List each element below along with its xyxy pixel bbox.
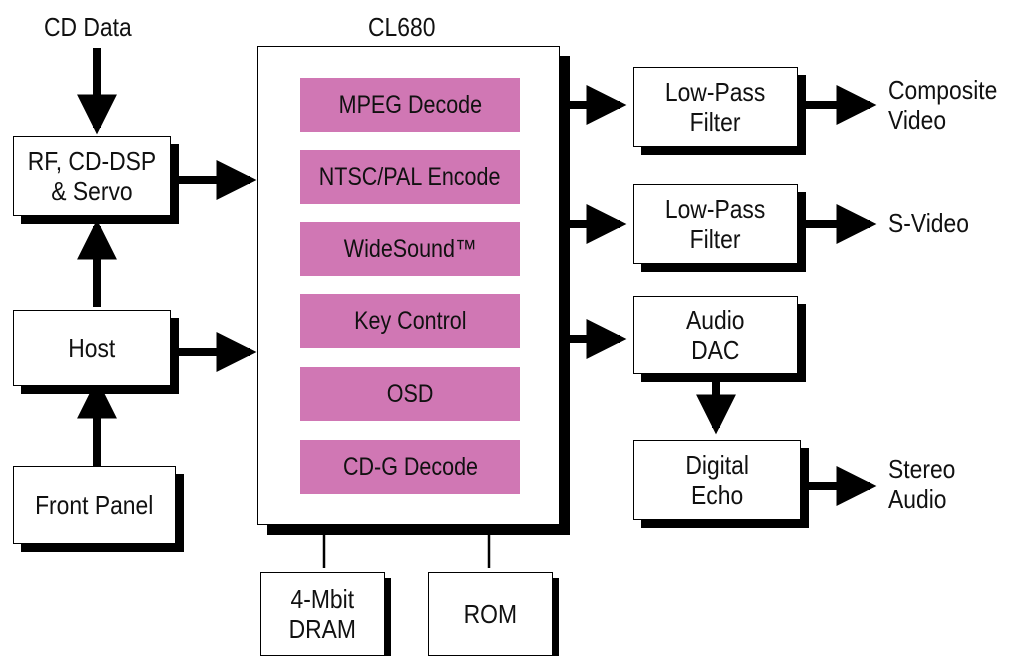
chip-title: CL680 (368, 12, 436, 42)
function-widesound: WideSound™ (300, 222, 520, 276)
cd-data-label: CD Data (44, 12, 132, 42)
lpf-svideo-block: Low-Pass Filter (633, 184, 798, 264)
rom-block: ROM (428, 572, 553, 656)
s-video-label: S-Video (888, 208, 969, 238)
digital-echo-block: Digital Echo (633, 440, 801, 520)
function-label: OSD (386, 380, 434, 408)
function-osd: OSD (300, 367, 520, 421)
function-label: NTSC/PAL Encode (319, 163, 501, 191)
audio-dac-block: Audio DAC (633, 296, 798, 374)
digital-echo-label: Digital Echo (685, 450, 749, 510)
dram-label: 4-Mbit DRAM (288, 584, 357, 644)
host-label: Host (68, 333, 116, 363)
function-label: CD-G Decode (342, 453, 478, 481)
composite-video-label: Composite Video (888, 75, 998, 135)
lpf-composite-label: Low-Pass Filter (665, 77, 766, 137)
function-cd-g-decode: CD-G Decode (300, 440, 520, 494)
dram-block: 4-Mbit DRAM (260, 572, 385, 656)
function-ntsc-pal-encode: NTSC/PAL Encode (300, 150, 520, 204)
lpf-svideo-label: Low-Pass Filter (665, 194, 766, 254)
function-label: MPEG Decode (338, 91, 482, 119)
rf-cd-dsp-servo-label: RF, CD-DSP & Servo (27, 146, 157, 206)
host-block: Host (13, 310, 171, 386)
front-panel-block: Front Panel (13, 466, 176, 544)
function-mpeg-decode: MPEG Decode (300, 78, 520, 132)
stereo-audio-label: Stereo Audio (888, 454, 956, 514)
lpf-composite-block: Low-Pass Filter (633, 67, 798, 147)
function-label: WideSound™ (343, 235, 477, 263)
rom-label: ROM (463, 599, 518, 629)
rf-cd-dsp-servo-block: RF, CD-DSP & Servo (13, 136, 171, 216)
front-panel-label: Front Panel (35, 490, 154, 520)
function-label: Key Control (353, 307, 467, 335)
audio-dac-label: Audio DAC (686, 305, 745, 365)
function-key-control: Key Control (300, 294, 520, 348)
